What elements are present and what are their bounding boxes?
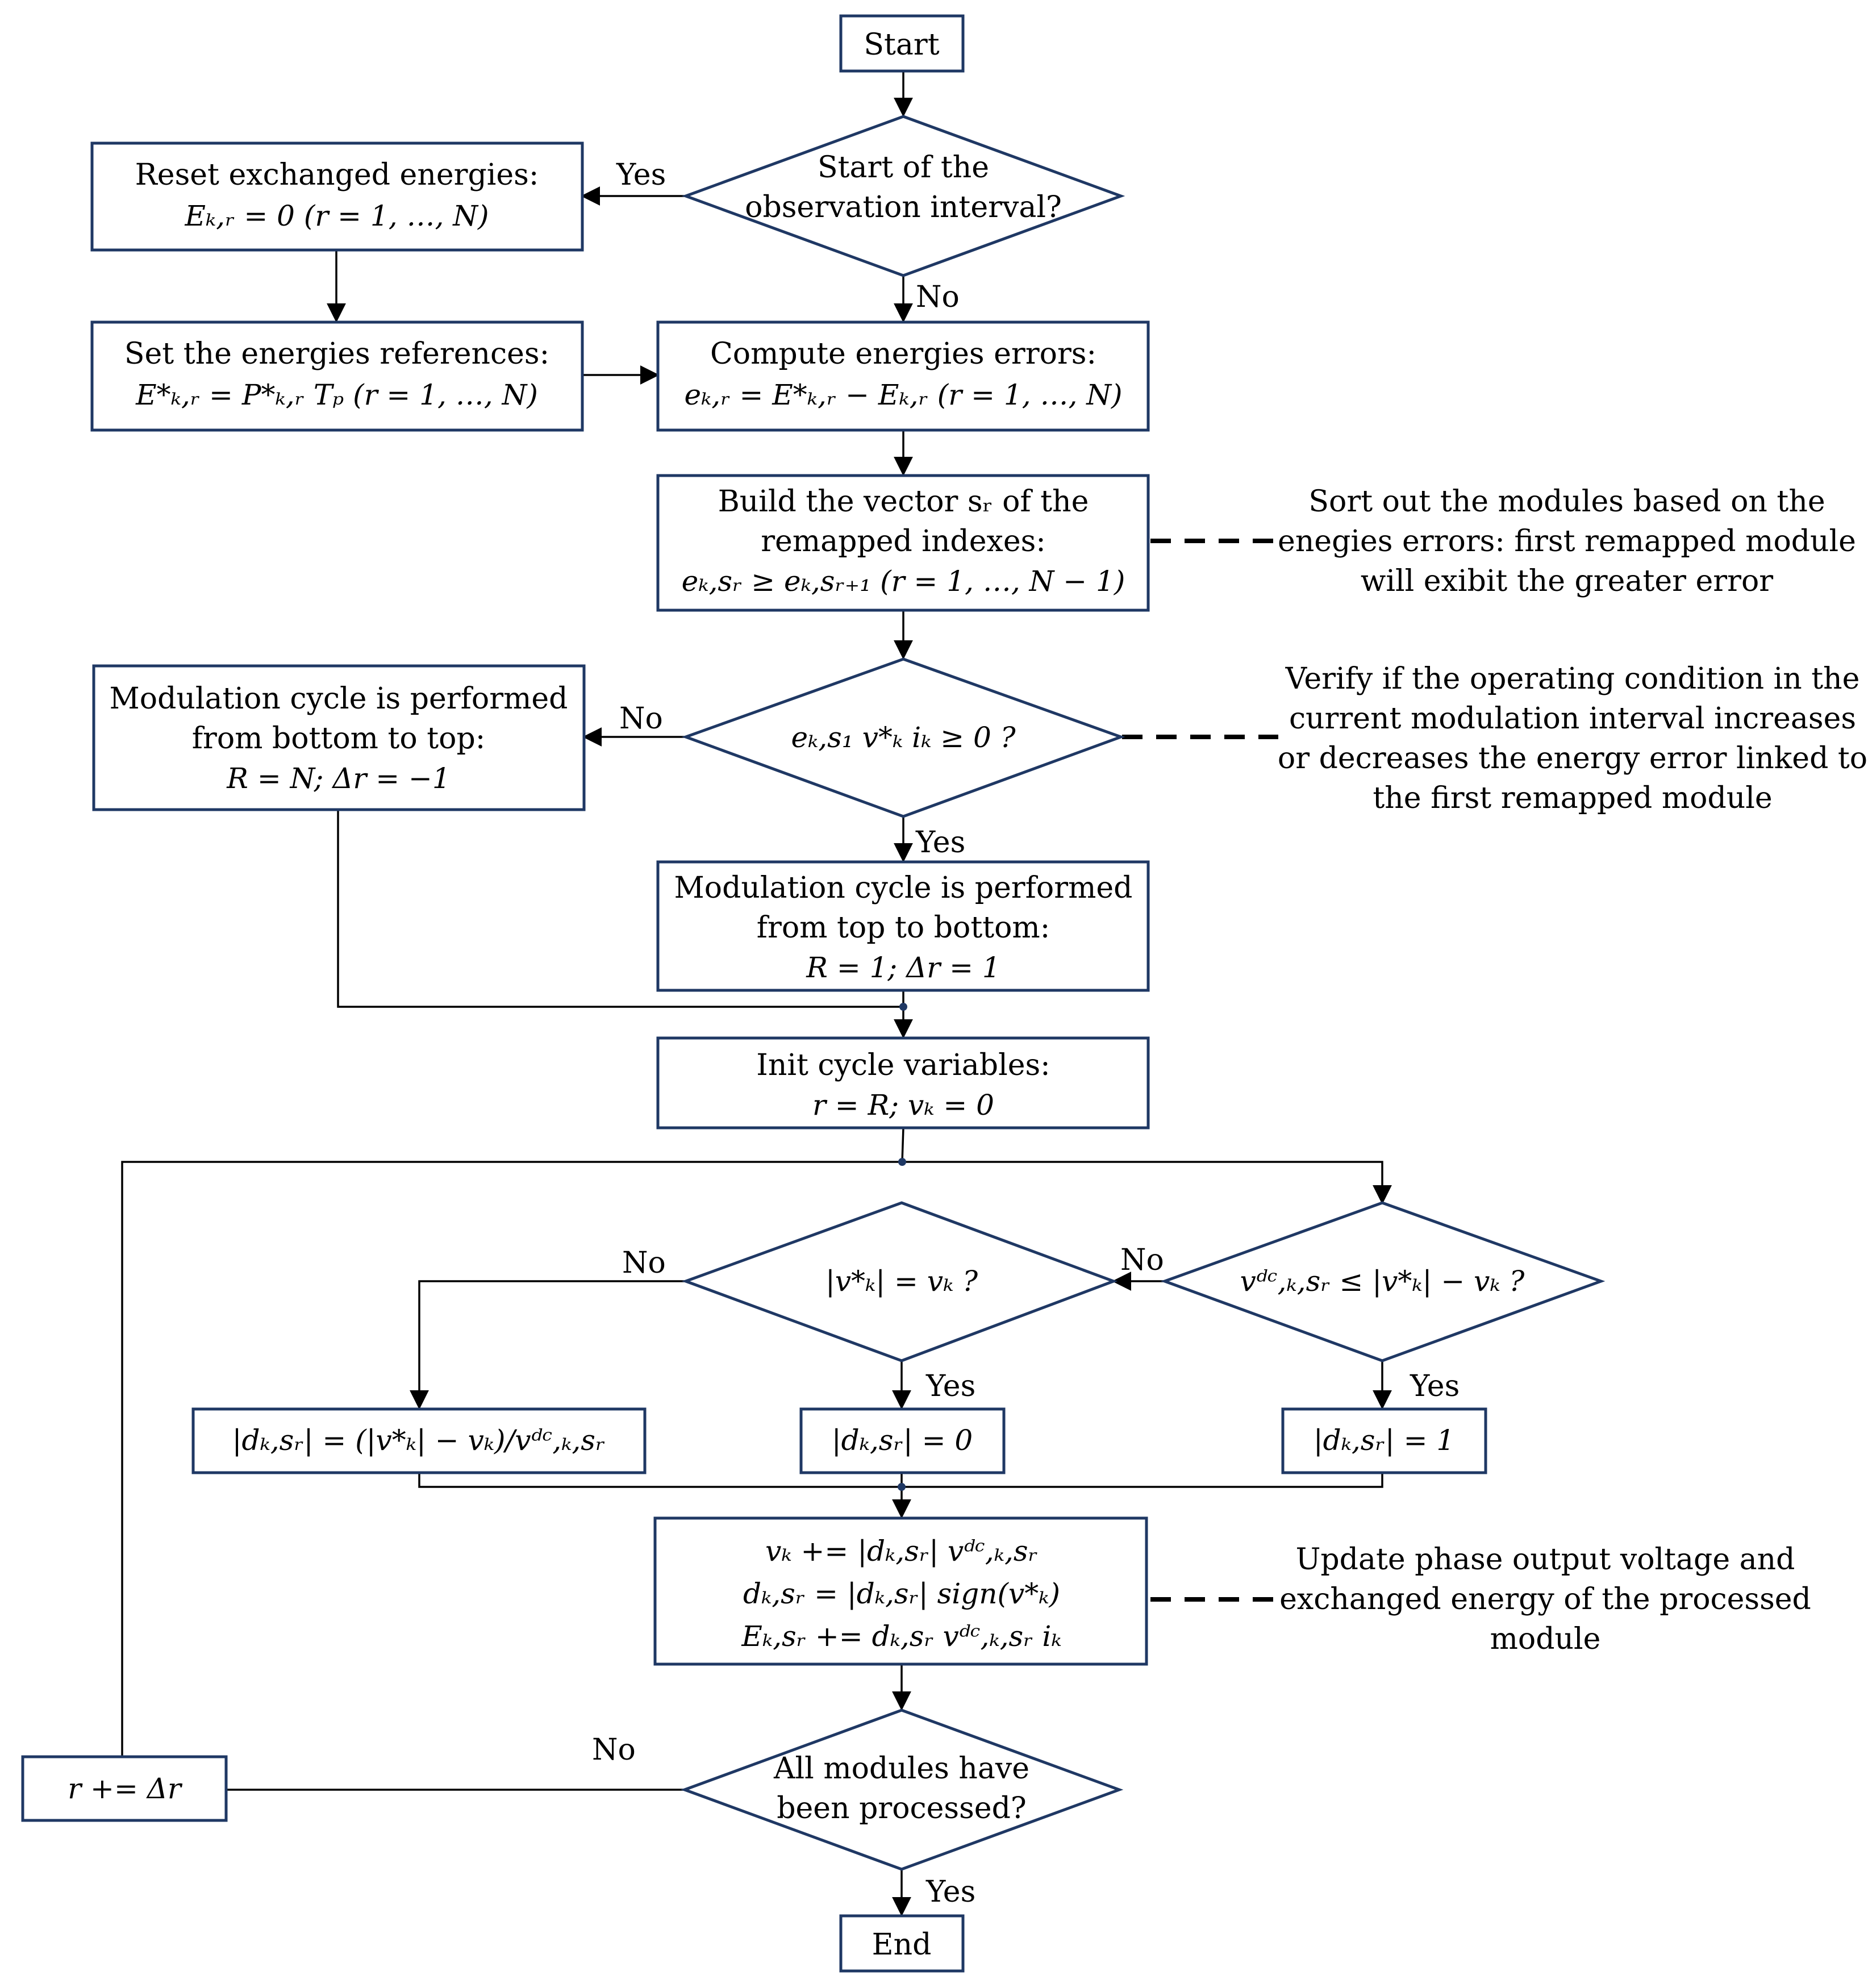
note-update: Update phase output voltage and exchange… bbox=[1279, 1543, 1811, 1656]
top-to-bottom-line-1: Modulation cycle is performed bbox=[674, 871, 1133, 905]
duty-partial-box: |dₖ,sᵣ| = (|v*ₖ| − vₖ)/vᵈᶜ,ₖ,sᵣ bbox=[191, 1407, 647, 1474]
set-references-title: Set the energies references: bbox=[124, 337, 549, 371]
note-update-line-3: module bbox=[1490, 1622, 1601, 1656]
set-references-formula: E*ₖ,ᵣ = P*ₖ,ᵣ Tₚ (r = 1, …, N) bbox=[135, 378, 538, 411]
note-verify: Verify if the operating condition in the… bbox=[1278, 662, 1867, 815]
build-vector-formula: eₖ,sᵣ ≥ eₖ,sᵣ₊₁ (r = 1, …, N − 1) bbox=[682, 565, 1125, 598]
init-cycle-title: Init cycle variables: bbox=[756, 1048, 1050, 1082]
top-to-bottom-formula: R = 1; Δr = 1 bbox=[806, 951, 1000, 984]
build-vector-box: Build the vector sᵣ of the remapped inde… bbox=[656, 474, 1150, 612]
label-sign-no: No bbox=[619, 702, 663, 736]
note-update-line-1: Update phase output voltage and bbox=[1296, 1543, 1795, 1577]
update-box: vₖ += |dₖ,sᵣ| vᵈᶜ,ₖ,sᵣ dₖ,sᵣ = |dₖ,sᵣ| s… bbox=[653, 1516, 1148, 1666]
start-label: Start bbox=[864, 28, 939, 62]
note-verify-line-4: the first remapped module bbox=[1373, 781, 1772, 815]
reset-energies-formula: Eₖ,ᵣ = 0 (r = 1, …, N) bbox=[184, 199, 489, 232]
label-vdc-yes: Yes bbox=[1410, 1369, 1460, 1403]
branch-labels: Yes No No Yes No No Yes Yes No Yes bbox=[592, 158, 1460, 1909]
bottom-to-top-line-2: from bottom to top: bbox=[192, 722, 486, 756]
label-all-no: No bbox=[592, 1733, 636, 1767]
duty-one-formula: |dₖ,sᵣ| = 1 bbox=[1314, 1424, 1454, 1457]
decision-vdc: vᵈᶜ,ₖ,sᵣ ≤ |v*ₖ| − vₖ ? bbox=[1160, 1201, 1606, 1362]
build-vector-line-2: remapped indexes: bbox=[761, 524, 1046, 559]
top-to-bottom-line-2: from top to bottom: bbox=[757, 911, 1050, 945]
reset-energies-box: Reset exchanged energies: Eₖ,ᵣ = 0 (r = … bbox=[90, 141, 584, 252]
note-sort-line-1: Sort out the modules based on the bbox=[1308, 485, 1825, 519]
label-all-yes: Yes bbox=[925, 1875, 975, 1909]
end-label: End bbox=[872, 1928, 932, 1962]
label-interval-no: No bbox=[916, 280, 960, 314]
note-sort-line-3: will exibit the greater error bbox=[1361, 564, 1773, 598]
compute-errors-box: Compute energies errors: eₖ,ᵣ = E*ₖ,ᵣ − … bbox=[656, 320, 1150, 432]
decision-observation-interval: Start of the observation interval? bbox=[681, 115, 1125, 277]
start-terminal: Start bbox=[839, 14, 965, 73]
update-formula-3: Eₖ,sᵣ += dₖ,sᵣ vᵈᶜ,ₖ,sᵣ iₖ bbox=[741, 1620, 1061, 1653]
label-equal-no: No bbox=[622, 1246, 666, 1280]
note-sort: Sort out the modules based on the enegie… bbox=[1278, 485, 1856, 598]
label-equal-yes: Yes bbox=[925, 1369, 975, 1403]
update-formula-2: dₖ,sᵣ = |dₖ,sᵣ| sign(v*ₖ) bbox=[743, 1577, 1060, 1610]
label-interval-yes: Yes bbox=[616, 158, 666, 192]
connector-bottom-to-merge bbox=[337, 810, 903, 1008]
duty-zero-formula: |dₖ,sᵣ| = 0 bbox=[832, 1424, 973, 1457]
bottom-to-top-box: Modulation cycle is performed from botto… bbox=[92, 664, 586, 811]
bottom-to-top-formula: R = N; Δr = −1 bbox=[226, 762, 450, 795]
decision-equal: |v*ₖ| = vₖ ? bbox=[681, 1201, 1118, 1362]
init-cycle-formula: r = R; vₖ = 0 bbox=[812, 1089, 994, 1122]
top-to-bottom-box: Modulation cycle is performed from top t… bbox=[656, 860, 1150, 992]
label-vdc-no: No bbox=[1120, 1243, 1164, 1277]
connector-init-to-loop bbox=[901, 1127, 904, 1162]
decision-equal-formula: |v*ₖ| = vₖ ? bbox=[825, 1265, 978, 1298]
junction-dot-duties bbox=[898, 1483, 906, 1491]
decision-energy-sign-formula: eₖ,s₁ v*ₖ iₖ ≥ 0 ? bbox=[791, 721, 1016, 754]
increment-formula: r += Δr bbox=[68, 1772, 183, 1805]
note-verify-line-3: or decreases the energy error linked to bbox=[1278, 741, 1867, 776]
compute-errors-title: Compute energies errors: bbox=[710, 337, 1096, 371]
update-formula-1: vₖ += |dₖ,sᵣ| vᵈᶜ,ₖ,sᵣ bbox=[765, 1535, 1038, 1568]
decision-vdc-formula: vᵈᶜ,ₖ,sᵣ ≤ |v*ₖ| − vₖ ? bbox=[1240, 1265, 1525, 1298]
note-verify-line-1: Verify if the operating condition in the bbox=[1285, 662, 1860, 696]
init-cycle-box: Init cycle variables: r = R; vₖ = 0 bbox=[656, 1036, 1150, 1130]
decision-all-processed: All modules have been processed? bbox=[680, 1708, 1124, 1871]
bottom-to-top-line-1: Modulation cycle is performed bbox=[110, 682, 568, 716]
decision-all-processed-line-1: All modules have bbox=[773, 1752, 1029, 1786]
label-sign-yes: Yes bbox=[915, 826, 965, 860]
connector-equal-no bbox=[410, 1280, 685, 1410]
junction-dot-merge bbox=[899, 1003, 907, 1011]
increment-box: r += Δr bbox=[21, 1755, 228, 1822]
decision-all-processed-line-2: been processed? bbox=[777, 1791, 1027, 1826]
note-verify-line-2: current modulation interval increases bbox=[1289, 702, 1856, 736]
end-terminal: End bbox=[839, 1914, 965, 1973]
duty-zero-box: |dₖ,sᵣ| = 0 bbox=[799, 1407, 1006, 1474]
junction-dot-loop bbox=[898, 1158, 906, 1166]
set-references-box: Set the energies references: E*ₖ,ᵣ = P*ₖ… bbox=[90, 320, 584, 432]
note-links bbox=[1122, 539, 1278, 1602]
duty-partial-formula: |dₖ,sᵣ| = (|v*ₖ| − vₖ)/vᵈᶜ,ₖ,sᵣ bbox=[232, 1424, 606, 1457]
compute-errors-formula: eₖ,ᵣ = E*ₖ,ᵣ − Eₖ,ᵣ (r = 1, …, N) bbox=[684, 378, 1122, 411]
reset-energies-title: Reset exchanged energies: bbox=[135, 158, 539, 192]
decision-observation-interval-line-1: Start of the bbox=[818, 151, 989, 185]
decision-energy-sign: eₖ,s₁ v*ₖ iₖ ≥ 0 ? bbox=[681, 657, 1125, 818]
duty-one-box: |dₖ,sᵣ| = 1 bbox=[1281, 1407, 1487, 1474]
note-sort-line-2: enegies errors: first remapped module bbox=[1278, 524, 1856, 559]
decision-observation-interval-line-2: observation interval? bbox=[745, 190, 1062, 224]
connector-loop-bus bbox=[121, 1161, 1392, 1756]
note-update-line-2: exchanged energy of the processed bbox=[1279, 1582, 1811, 1616]
connectors bbox=[121, 71, 1392, 1916]
build-vector-line-1: Build the vector sᵣ of the bbox=[718, 485, 1089, 519]
